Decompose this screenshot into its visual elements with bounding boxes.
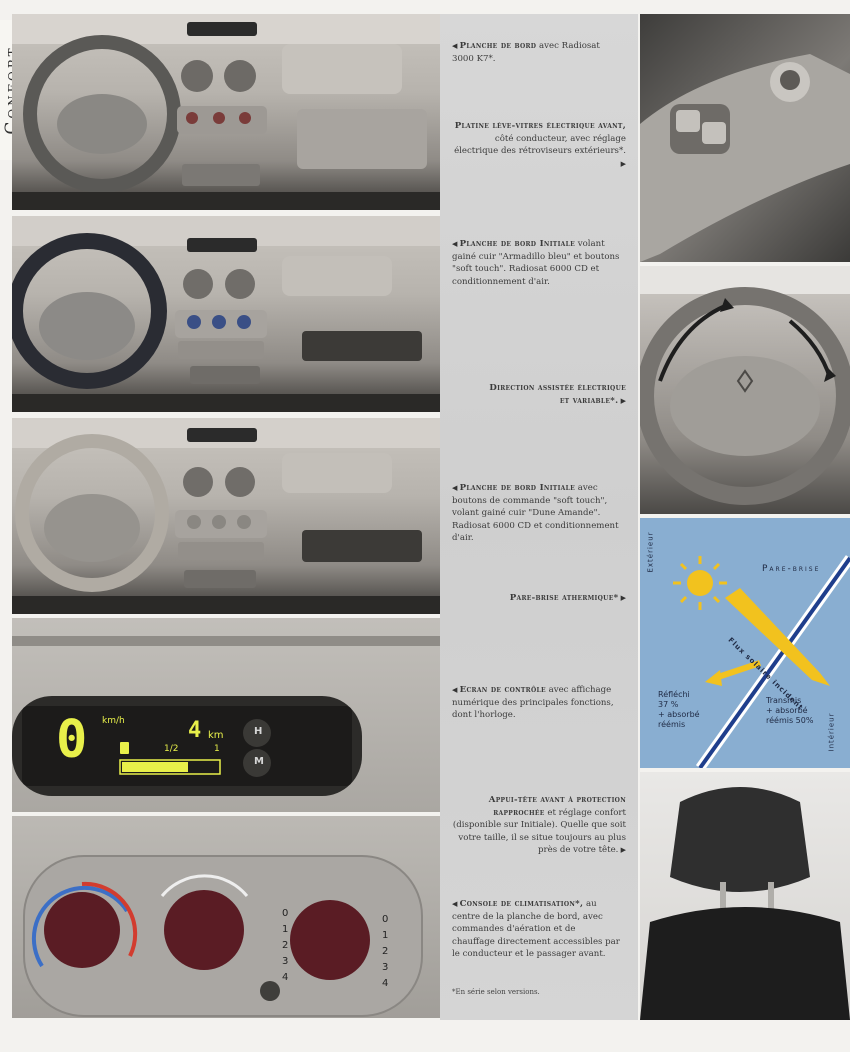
caption-1-title: Planche de bord xyxy=(459,41,537,51)
caption-1-text: avec Radiosat 3000 K7*. xyxy=(452,41,600,64)
arrow-left-icon: ◀ xyxy=(452,42,460,50)
caption-6: Pare-brise athermique* ▶ xyxy=(450,592,626,605)
interior-label: Intérieur xyxy=(827,712,836,752)
hour-button-label: H xyxy=(254,726,263,737)
fuel-half-label: 1/2 xyxy=(164,744,179,754)
arrow-right-icon: ▶ xyxy=(618,594,626,602)
caption-9-title: Console de climatisation*, xyxy=(459,899,584,909)
dashboard-photo-2 xyxy=(12,216,440,412)
scale-a-2: 2 xyxy=(282,940,289,951)
caption-8-text: et réglage confort (disponible sur Initi… xyxy=(452,807,626,856)
caption-7-title: Ecran de contrôle xyxy=(459,685,546,695)
hvac-scale-a: 0 1 2 3 4 xyxy=(282,906,288,986)
hvac-photo: 0 1 2 3 4 0 1 2 3 4 xyxy=(12,816,440,1018)
caption-4-title: Direction assistée électrique et variabl… xyxy=(489,383,626,406)
windshield-diagram: Extérieur Pare-brise Flux solaire incide… xyxy=(640,518,850,768)
dashboard-photo-1 xyxy=(12,14,440,210)
scale-b-1: 1 xyxy=(382,930,389,941)
speed-unit: km/h xyxy=(102,716,125,726)
exterior-label: Extérieur xyxy=(646,531,655,573)
caption-2-text: côté conducteur, avec réglage électrique… xyxy=(454,133,626,157)
dashboard-photo-3 xyxy=(12,418,440,614)
caption-4: Direction assistée électrique et variabl… xyxy=(486,382,626,407)
caption-5: ◀ Planche de bord Initiale avec boutons … xyxy=(452,482,620,545)
arrow-left-icon: ◀ xyxy=(452,240,460,248)
fuel-pump-icon xyxy=(120,742,129,754)
caption-column xyxy=(440,14,638,1020)
distance-readout: 4 xyxy=(188,718,202,743)
caption-1: ◀ Planche de bord avec Radiosat 3000 K7*… xyxy=(452,40,620,65)
caption-8-title: Appui-tête avant à protection rapprochée xyxy=(488,795,626,818)
display-photo: 0 km/h 4 km 1/2 1 H M xyxy=(12,618,440,812)
transmitted-label: Transmis + absorbé réémis 50% xyxy=(766,696,814,725)
arrow-left-icon: ◀ xyxy=(452,900,460,908)
headrest-photo xyxy=(640,772,850,1020)
caption-5-text: avec boutons de commande "soft touch", v… xyxy=(452,483,619,544)
scale-b-0: 0 xyxy=(382,914,389,925)
caption-9: ◀ Console de climatisation*, au centre d… xyxy=(452,898,620,961)
caption-3-text: volant gainé cuir "Armadillo bleu" et bo… xyxy=(452,239,620,287)
caption-5-title: Planche de bord Initiale xyxy=(459,483,576,493)
scale-a-0: 0 xyxy=(282,908,289,919)
caption-2: Platine lève-vitres électrique avant, cô… xyxy=(450,120,626,170)
window-switch-photo xyxy=(640,14,850,262)
scale-b-4: 4 xyxy=(382,978,389,989)
fuel-full-label: 1 xyxy=(214,744,220,754)
footnote: *En série selon versions. xyxy=(452,988,540,996)
caption-7-text: avec affichage numérique des principales… xyxy=(452,685,614,721)
caption-2-title: Platine lève-vitres électrique avant, xyxy=(454,121,626,131)
scale-b-3: 3 xyxy=(382,962,389,973)
scale-a-3: 3 xyxy=(282,956,289,967)
hvac-scale-b: 0 1 2 3 4 xyxy=(382,912,388,992)
scale-b-2: 2 xyxy=(382,946,389,957)
arrow-left-icon: ◀ xyxy=(452,484,460,492)
arrow-left-icon: ◀ xyxy=(452,686,460,694)
scale-a-4: 4 xyxy=(282,972,289,983)
arrow-right-icon: ▶ xyxy=(620,159,626,168)
reflected-label: Réfléchi 37 % + absorbé réémis xyxy=(658,690,700,729)
speed-readout: 0 xyxy=(56,710,88,770)
arrow-right-icon: ▶ xyxy=(618,396,626,405)
caption-8: Appui-tête avant à protection rapprochée… xyxy=(450,794,626,857)
caption-7: ◀ Ecran de contrôle avec affichage numér… xyxy=(452,684,620,722)
caption-9-text: au centre de la planche de bord, avec co… xyxy=(452,899,620,960)
caption-3-title: Planche de bord Initiale xyxy=(459,239,576,249)
windshield-label: Pare-brise xyxy=(762,564,821,574)
arrow-right-icon: ▶ xyxy=(618,846,626,855)
caption-3: ◀ Planche de bord Initiale volant gainé … xyxy=(452,238,620,288)
distance-unit: km xyxy=(208,730,224,741)
steering-wheel-photo xyxy=(640,266,850,514)
scale-a-1: 1 xyxy=(282,924,289,935)
caption-6-title: Pare-brise athermique* xyxy=(509,593,619,603)
minute-button-label: M xyxy=(254,756,264,767)
